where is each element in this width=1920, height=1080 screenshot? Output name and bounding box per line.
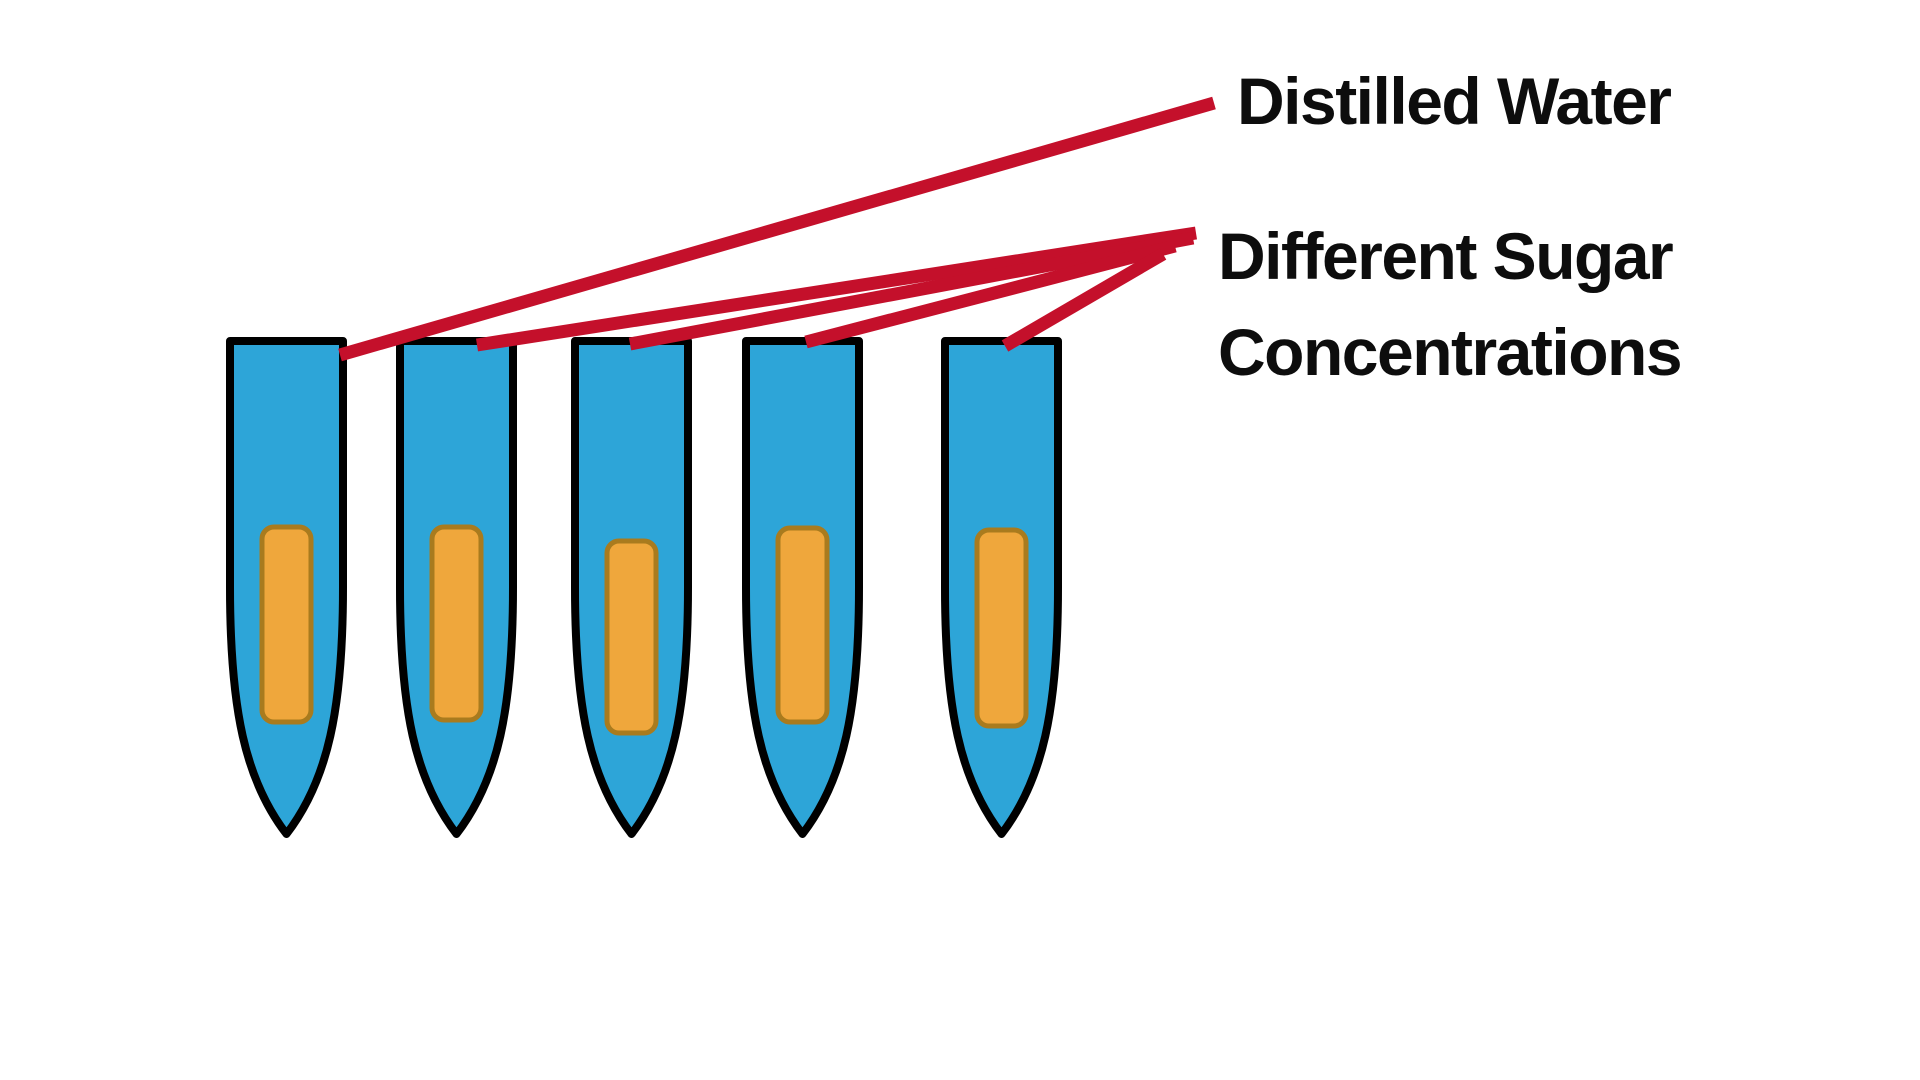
annotation-lines-layer bbox=[338, 96, 1216, 362]
label-different-sugar-concentrations: Different Sugar Concentrations bbox=[1218, 219, 1683, 389]
label-distilled-water: Distilled Water bbox=[1237, 64, 1672, 138]
tube-1 bbox=[226, 337, 347, 838]
tube-1-sample-strip bbox=[259, 524, 314, 725]
label-different-sugar-line2: Concentrations bbox=[1218, 315, 1683, 389]
line-sugar-to-tube-5 bbox=[1001, 248, 1167, 352]
tube-2-sample-strip bbox=[429, 524, 484, 723]
tube-4 bbox=[742, 337, 863, 838]
tube-5 bbox=[941, 337, 1062, 838]
label-different-sugar-line1: Different Sugar bbox=[1218, 219, 1674, 293]
tube-3 bbox=[571, 337, 692, 838]
line-distilled-water-to-tube-1 bbox=[338, 96, 1216, 362]
line-sugar-to-tube-2 bbox=[475, 226, 1198, 352]
tube-2 bbox=[396, 337, 517, 838]
line-sugar-to-tube-3 bbox=[628, 231, 1195, 351]
tube-5-sample-strip bbox=[974, 527, 1029, 729]
tubes-layer bbox=[226, 337, 1062, 838]
tube-4-sample-strip bbox=[775, 525, 830, 725]
line-sugar-to-tube-4 bbox=[804, 239, 1177, 349]
tube-3-sample-strip bbox=[604, 538, 659, 736]
